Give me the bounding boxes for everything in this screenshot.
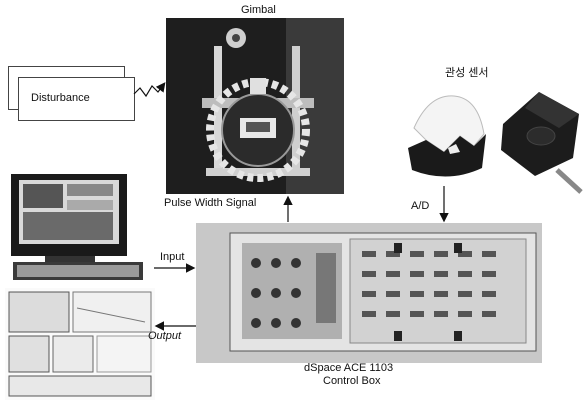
control-box-label-line2: Control Box xyxy=(323,375,380,387)
input-label: Input xyxy=(160,251,184,263)
ad-label: A/D xyxy=(411,200,429,212)
disturbance-zigzag-arrow xyxy=(134,84,164,96)
control-box-label-line1: dSpace ACE 1103 xyxy=(304,362,393,374)
pulse-width-signal-label: Pulse Width Signal xyxy=(164,197,256,209)
output-label: Output xyxy=(148,330,181,342)
